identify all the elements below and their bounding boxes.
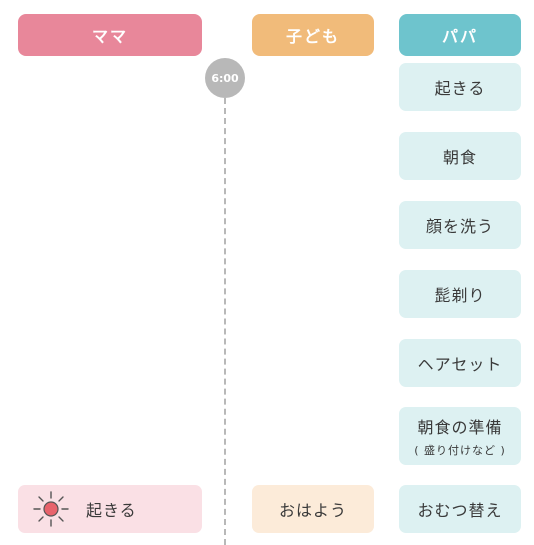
timeline-dashed-line bbox=[224, 98, 226, 545]
papa-task-label: 起きる bbox=[434, 79, 486, 98]
kodomo-column-header: 子ども bbox=[252, 14, 374, 56]
papa-task-label: ヘアセット bbox=[417, 355, 503, 374]
kodomo-task-label: おはよう bbox=[278, 501, 347, 520]
mama-task-label: 起きる bbox=[86, 501, 137, 520]
papa-task-label: 髭剃り bbox=[434, 286, 486, 305]
papa-task-wake-up: 起きる bbox=[399, 63, 521, 111]
papa-task-hair-set: ヘアセット bbox=[399, 339, 521, 387]
time-marker: 6:00 bbox=[205, 58, 245, 98]
mama-task-wake-up: 起きる bbox=[18, 485, 202, 533]
papa-task-diaper-change: おむつ替え bbox=[399, 485, 521, 533]
papa-task-note: ( 盛り付けなど ) bbox=[414, 444, 506, 457]
papa-column-header: パパ bbox=[399, 14, 521, 56]
mama-column-header: ママ bbox=[18, 14, 202, 56]
papa-task-wash-face: 顔を洗う bbox=[399, 201, 521, 249]
papa-task-breakfast: 朝食 bbox=[399, 132, 521, 180]
papa-task-breakfast-prep: 朝食の準備 ( 盛り付けなど ) bbox=[399, 407, 521, 465]
papa-task-label: 朝食 bbox=[442, 148, 477, 167]
papa-task-shave: 髭剃り bbox=[399, 270, 521, 318]
sun-icon bbox=[33, 491, 69, 527]
kodomo-task-good-morning: おはよう bbox=[252, 485, 374, 533]
papa-task-label: 朝食の準備 bbox=[417, 418, 503, 437]
papa-task-label: 顔を洗う bbox=[425, 217, 494, 236]
papa-task-label: おむつ替え bbox=[417, 501, 503, 520]
